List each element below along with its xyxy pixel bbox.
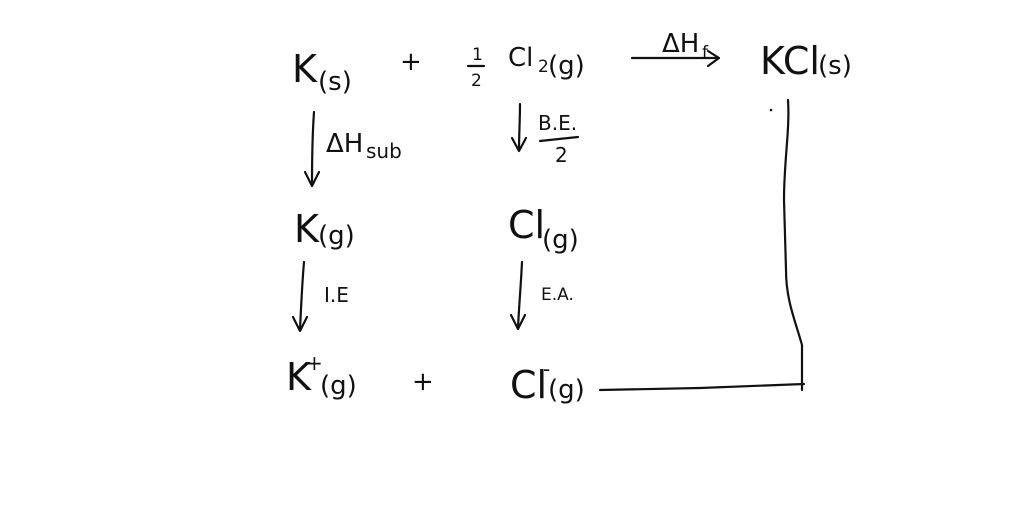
half-chlorine-molecule: 1 2 Cl 2 (g) <box>466 43 585 91</box>
potassium-ion-charge: + <box>306 351 323 375</box>
potassium-solid: K (s) <box>292 47 352 97</box>
plus-sign-bottom: + <box>412 367 434 397</box>
kcl-state: (s) <box>818 51 852 81</box>
ionization-label: I.E <box>324 283 349 307</box>
chloride-ion: Cl - (g) <box>510 357 585 407</box>
potassium-symbol: K <box>292 47 318 91</box>
potassium-gas-state: (g) <box>318 221 355 251</box>
formation-arrow: ΔH f <box>630 29 721 68</box>
chlorine-formula: Cl <box>508 43 533 73</box>
chloride-ion-symbol: Cl <box>510 363 547 407</box>
chlorine-state: (g) <box>548 51 585 81</box>
potassium-ion-state: (g) <box>320 371 357 401</box>
sublimation-arrow: ΔH sub <box>303 110 402 188</box>
formation-subscript: f <box>702 43 709 63</box>
potassium-state: (s) <box>318 67 352 97</box>
potassium-ion: K + (g) <box>286 351 357 401</box>
potassium-ion-symbol: K <box>286 355 312 399</box>
chlorine-subscript: 2 <box>538 57 549 77</box>
chlorine-gas-symbol: Cl <box>508 203 545 247</box>
electron-affinity-label: E.A. <box>541 285 574 305</box>
formation-label: ΔH <box>662 29 699 59</box>
sublimation-subscript: sub <box>366 139 402 163</box>
bond-energy-arrow: B.E. 2 <box>510 102 580 167</box>
bond-energy-fraction-bar <box>538 135 580 143</box>
ionization-arrow: I.E <box>291 260 349 333</box>
potassium-gas: K (g) <box>294 207 355 251</box>
lattice-return-path <box>598 98 806 392</box>
plus-sign-top: + <box>400 47 422 77</box>
chlorine-gas-state: (g) <box>542 225 579 255</box>
stray-dot <box>769 108 773 112</box>
chlorine-gas: Cl (g) <box>508 203 579 255</box>
bond-energy-numerator: B.E. <box>538 111 577 135</box>
kcl-formula: KCl <box>760 39 820 83</box>
chloride-ion-state: (g) <box>548 375 585 405</box>
coefficient-numerator: 1 <box>472 45 483 65</box>
electron-affinity-arrow: E.A. <box>509 260 574 331</box>
bond-energy-denominator: 2 <box>555 143 568 167</box>
coefficient-denominator: 2 <box>471 71 482 91</box>
chloride-ion-charge: - <box>543 357 550 381</box>
potassium-chloride-solid: KCl (s) <box>760 39 852 83</box>
potassium-gas-symbol: K <box>294 207 320 251</box>
sublimation-label: ΔH <box>326 129 363 159</box>
